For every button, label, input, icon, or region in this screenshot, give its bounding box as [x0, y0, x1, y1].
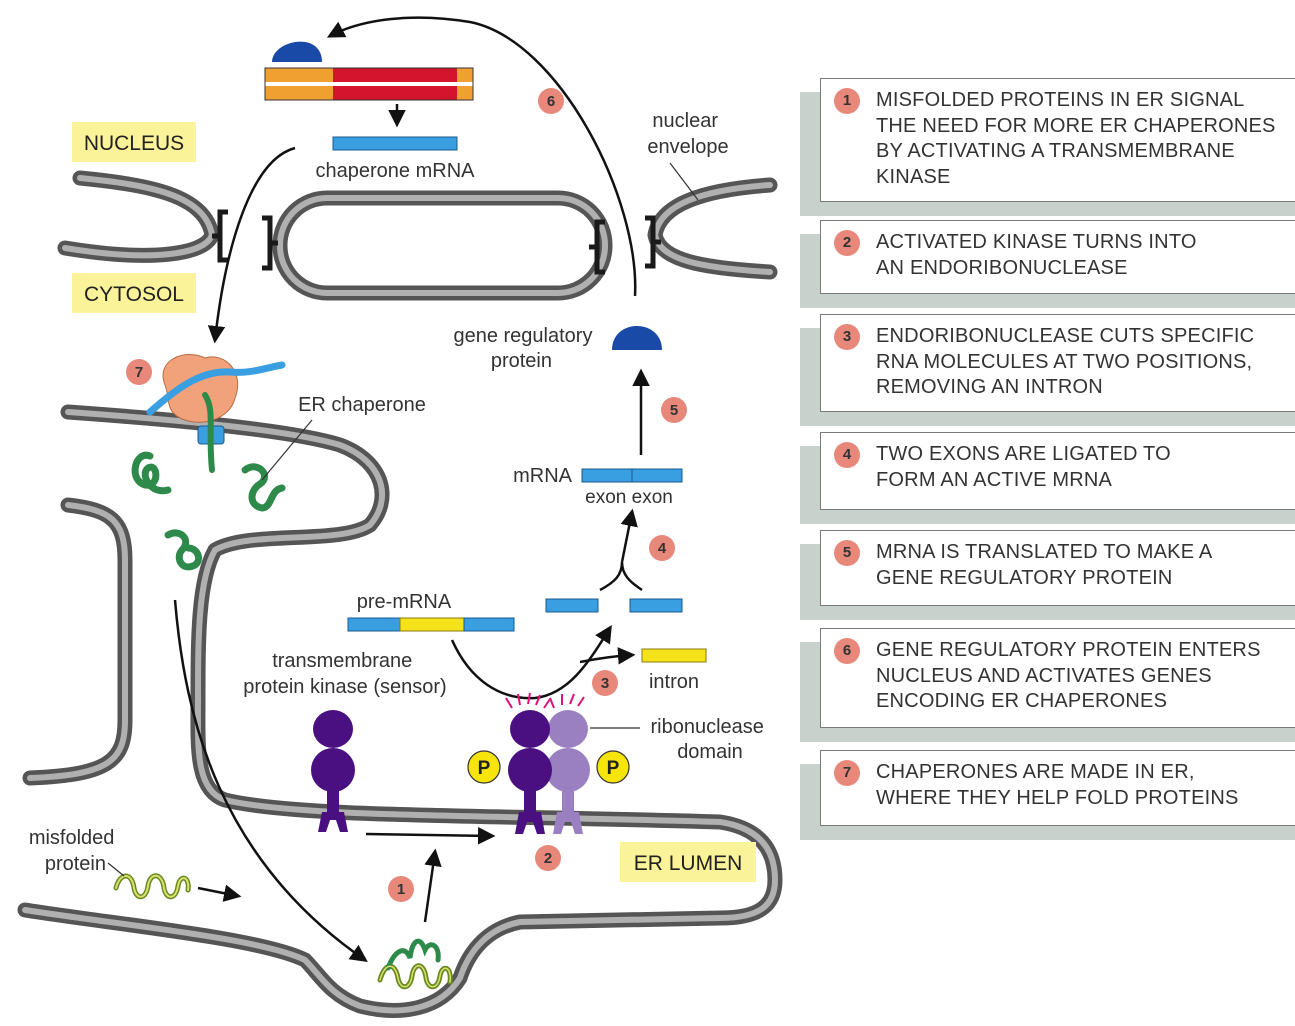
cut-exons — [545, 598, 683, 613]
step-card-7: 7 CHAPERONES ARE MADE IN ER, WHERE THEY … — [800, 750, 1295, 840]
chaperone-mrna-strand — [332, 136, 458, 151]
ribonuclease-domain-label: ribonuclease domain — [651, 716, 770, 763]
svg-text:5: 5 — [670, 402, 678, 419]
spliced-mrna — [581, 468, 683, 483]
step-markers: 1 2 3 4 5 6 7 — [126, 88, 687, 902]
svg-text:2: 2 — [544, 850, 552, 867]
nucleus-label: NUCLEUS — [84, 132, 184, 155]
er-chaperone-proteins — [131, 451, 286, 571]
pre-mrna — [347, 617, 515, 632]
step-card-6: 6 GENE REGULATORY PROTEIN ENTERS NUCLEUS… — [800, 628, 1295, 742]
kinase-subunit — [508, 710, 552, 834]
step-card-1: 1 MISFOLDED PROTEINS IN ER SIGNAL THE NE… — [800, 78, 1295, 216]
svg-text:3: 3 — [601, 675, 609, 692]
svg-text:P: P — [478, 758, 491, 779]
svg-text:1: 1 — [397, 881, 405, 898]
svg-text:P: P — [607, 758, 620, 779]
phosphate-right: P — [596, 750, 630, 784]
er-chaperone-pointer — [261, 419, 313, 481]
protein-import-arrow — [326, 16, 637, 297]
step-card-5: 5 mRNA IS TRANSLATED TO MAKE A GENE REGU… — [800, 530, 1295, 620]
step-marker-5: 5 — [661, 397, 687, 423]
step-marker-6: 6 — [538, 88, 564, 114]
step-text-3: ENDORIBONUCLEASE CUTS SPECIFIC RNA MOLEC… — [876, 325, 1255, 398]
step-marker-4: 4 — [649, 535, 675, 561]
chaperone-gene-dna — [264, 67, 474, 101]
step-card-2: 2 ACTIVATED KINASE TURNS INTO AN ENDORIB… — [800, 220, 1295, 308]
nuclease-activity-marks — [505, 692, 585, 709]
step-number-6: 6 — [834, 638, 860, 664]
activation-arrow — [423, 848, 442, 923]
step-marker-3: 3 — [592, 670, 618, 696]
mrna-export-arrow — [207, 146, 296, 344]
step-marker-2: 2 — [535, 845, 561, 871]
activated-kinase-dimer — [505, 692, 590, 834]
step-card-4: 4 TWO EXONS ARE LIGATED TO FORM AN ACTIV… — [800, 432, 1295, 524]
svg-text:7: 7 — [135, 364, 143, 381]
intron-label: intron — [649, 671, 699, 693]
step-number-1: 1 — [834, 88, 860, 114]
ribosome — [146, 354, 286, 473]
svg-text:6: 6 — [547, 93, 555, 110]
misfolded-pointer — [107, 862, 125, 877]
mrna-label: mRNA — [513, 465, 573, 487]
step-text-6: GENE REGULATORY PROTEIN ENTERS NUCLEUS A… — [876, 639, 1261, 712]
step-text-4: TWO EXONS ARE LIGATED TO FORM AN ACTIVE … — [876, 443, 1171, 491]
misfolded-protein-highlight — [115, 874, 190, 898]
step-number-3: 3 — [834, 324, 860, 350]
step-card-3: 3 ENDORIBONUCLEASE CUTS SPECIFIC RNA MOL… — [800, 314, 1295, 426]
step-text-2: ACTIVATED KINASE TURNS INTO AN ENDORIBON… — [876, 231, 1197, 279]
step-marker-1: 1 — [388, 876, 414, 902]
svg-text:4: 4 — [658, 540, 667, 557]
inactive-kinase-sensor — [311, 710, 355, 832]
chaperone-mrna-label: chaperone mRNA — [316, 160, 476, 182]
transmembrane-kinase-label: transmembrane protein kinase (sensor) — [243, 650, 446, 698]
nuclear-envelope-pointer — [669, 162, 699, 201]
pre-mrna-label: pre-mRNA — [357, 591, 452, 613]
nuclear-envelope-label: nuclear envelope — [647, 110, 728, 158]
misfolded-protein-cluster — [377, 938, 453, 990]
step-marker-7: 7 — [126, 359, 152, 385]
er-unfolded-protein-response-diagram: NUCLEUS CYTOSOL ER LUMEN chaperone mRNA … — [17, 16, 783, 1018]
er-lumen-label: ER LUMEN — [634, 852, 743, 875]
ribonuclease-subunit — [546, 710, 590, 834]
splicing-arrow — [450, 625, 612, 700]
step-number-4: 4 — [834, 442, 860, 468]
nuclear-pores — [212, 209, 661, 275]
step-text-7: CHAPERONES ARE MADE IN ER, WHERE THEY HE… — [876, 761, 1239, 809]
bound-regulatory-protein — [272, 41, 322, 62]
intron-release-arrow — [579, 647, 636, 665]
er-chaperone-label: ER chaperone — [298, 394, 426, 416]
excised-intron — [641, 648, 707, 663]
phosphate-left: P — [467, 750, 501, 784]
cytosol-label: CYTOSOL — [84, 283, 184, 306]
er-lumen-tag: ER LUMEN — [620, 842, 756, 882]
step-text-5: mRNA IS TRANSLATED TO MAKE A GENE REGULA… — [876, 541, 1213, 589]
step-number-2: 2 — [834, 230, 860, 256]
cytosol-tag: CYTOSOL — [72, 273, 196, 313]
misfolded-protein-label: misfolded protein — [29, 827, 120, 875]
exon-exon-label: exon exon — [585, 487, 673, 508]
er-membrane — [17, 404, 783, 1018]
dimerization-arrow — [365, 827, 496, 845]
misfolded-to-cluster-arrow — [197, 884, 242, 902]
chaperone-to-cluster-arrow — [173, 599, 368, 962]
gene-regulatory-protein — [612, 326, 662, 350]
step-number-7: 7 — [834, 760, 860, 786]
step-text-1: MISFOLDED PROTEINS IN ER SIGNAL THE NEED… — [876, 89, 1276, 188]
step-number-5: 5 — [834, 540, 860, 566]
nucleus-tag: NUCLEUS — [72, 122, 196, 162]
ligation-arrow — [599, 512, 642, 592]
gene-regulatory-protein-label: gene regulatory protein — [453, 325, 598, 372]
